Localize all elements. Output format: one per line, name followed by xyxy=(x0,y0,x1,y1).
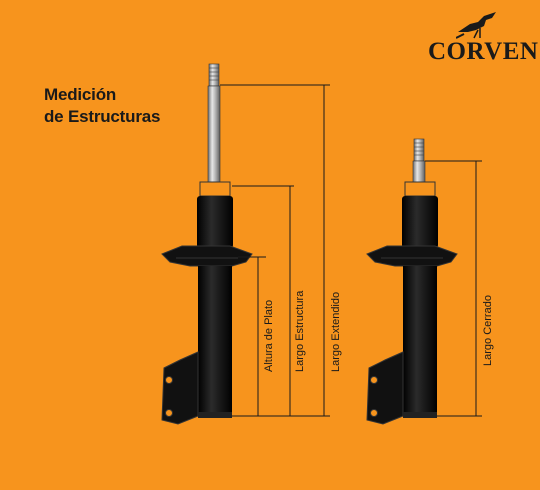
bracket-hole-lower xyxy=(165,409,173,417)
title-line-1: Medición xyxy=(44,85,117,104)
closed-strut xyxy=(366,138,458,425)
thread-lines xyxy=(209,67,219,81)
structure-length-label: Largo Estructura xyxy=(294,290,306,372)
strut-upper-body xyxy=(197,196,233,248)
roadrunner-bird-icon xyxy=(456,12,496,39)
dust-collar xyxy=(199,181,231,197)
closed-length-label: Largo Cerrado xyxy=(482,295,494,366)
piston-rod xyxy=(412,160,426,183)
dust-collar xyxy=(404,181,436,197)
plate-height-label: Altura de Plato xyxy=(263,300,275,372)
spring-plate xyxy=(366,245,458,267)
thread-lines xyxy=(414,142,424,156)
bracket-hole-upper xyxy=(165,376,173,384)
strut-lower-body xyxy=(403,266,437,416)
closed-strut-dimensions xyxy=(425,160,482,417)
piston-rod xyxy=(207,85,221,183)
title-line-2: de Estructuras xyxy=(44,107,161,126)
bracket-hole-lower xyxy=(370,409,378,417)
strut-lower-body xyxy=(198,266,232,416)
spring-plate xyxy=(161,245,253,267)
rod-thread xyxy=(413,138,425,162)
extended-length-label: Largo Extendido xyxy=(330,292,342,372)
diagram-title: Medición de Estructuras xyxy=(44,84,160,128)
extended-strut-dimensions xyxy=(220,84,330,417)
bracket-hole-upper xyxy=(370,376,378,384)
brand-logo: CORVEN xyxy=(428,38,539,65)
extended-strut xyxy=(161,63,253,425)
rod-thread xyxy=(208,63,220,87)
strut-upper-body xyxy=(402,196,438,248)
